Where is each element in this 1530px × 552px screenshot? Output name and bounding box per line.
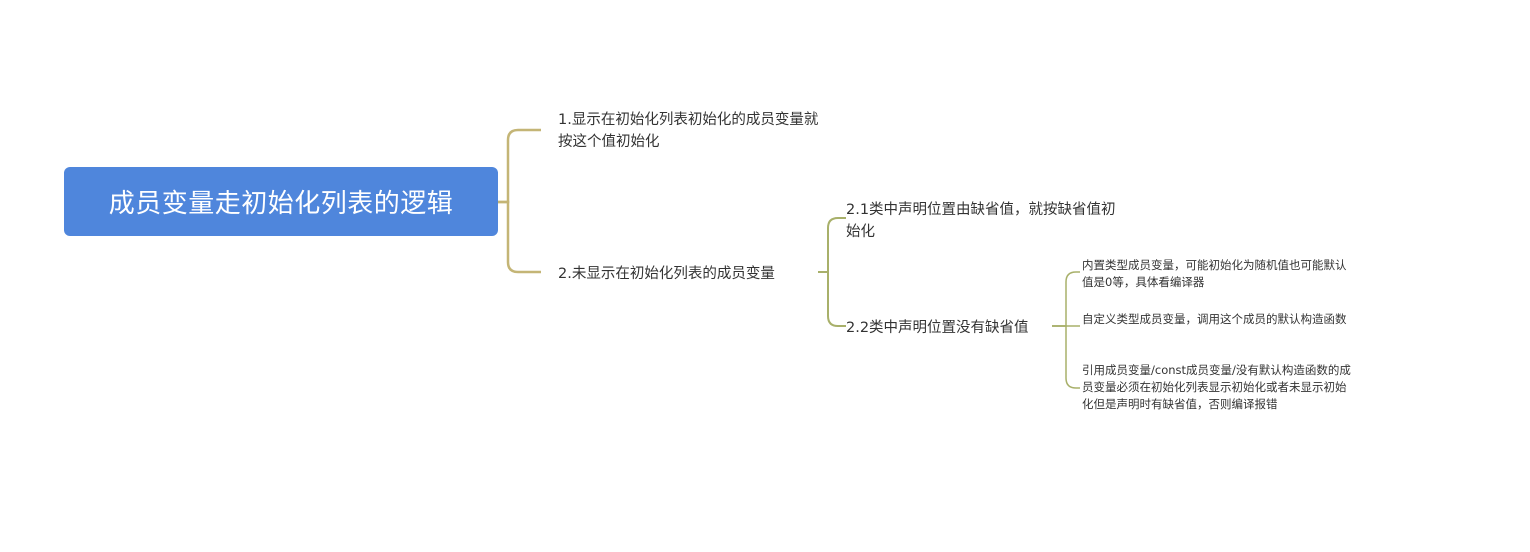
topic-2-1-label: 2.1类中声明位置由缺省值，就按缺省值初始化 bbox=[846, 202, 1116, 240]
root-topic[interactable]: 成员变量走初始化列表的逻辑 bbox=[64, 167, 498, 236]
root-topic-label: 成员变量走初始化列表的逻辑 bbox=[108, 189, 454, 219]
leaf-custom-type-label: 自定义类型成员变量，调用这个成员的默认构造函数 bbox=[1082, 312, 1347, 326]
connector-node-2-to-node-2-2 bbox=[818, 271, 846, 327]
topic-2-label: 2.未显示在初始化列表的成员变量 bbox=[558, 266, 775, 282]
leaf-custom-type[interactable]: 自定义类型成员变量，调用这个成员的默认构造函数 bbox=[1082, 311, 1352, 328]
leaf-reference-const[interactable]: 引用成员变量/const成员变量/没有默认构造函数的成员变量必须在初始化列表显示… bbox=[1082, 362, 1352, 413]
connector-root-to-node-1 bbox=[498, 128, 541, 204]
topic-1[interactable]: 1.显示在初始化列表初始化的成员变量就按这个值初始化 bbox=[558, 109, 828, 153]
leaf-builtin-type[interactable]: 内置类型成员变量，可能初始化为随机值也可能默认值是0等，具体看编译器 bbox=[1082, 257, 1352, 291]
topic-2-2-label: 2.2类中声明位置没有缺省值 bbox=[846, 320, 1029, 336]
leaf-reference-const-label: 引用成员变量/const成员变量/没有默认构造函数的成员变量必须在初始化列表显示… bbox=[1082, 363, 1351, 411]
topic-1-label: 1.显示在初始化列表初始化的成员变量就按这个值初始化 bbox=[558, 112, 819, 150]
topic-2[interactable]: 2.未显示在初始化列表的成员变量 bbox=[558, 263, 818, 285]
leaf-builtin-type-label: 内置类型成员变量，可能初始化为随机值也可能默认值是0等，具体看编译器 bbox=[1082, 258, 1347, 289]
connector-node-2-to-node-2-1 bbox=[818, 217, 846, 273]
topic-2-1[interactable]: 2.1类中声明位置由缺省值，就按缺省值初始化 bbox=[846, 199, 1121, 243]
connector-root-to-node-2 bbox=[498, 200, 541, 274]
connector-node-2-2-to-leaf-3 bbox=[1052, 325, 1080, 389]
connector-node-2-2-to-leaf-1 bbox=[1052, 271, 1080, 327]
topic-2-2[interactable]: 2.2类中声明位置没有缺省值 bbox=[846, 317, 1056, 339]
